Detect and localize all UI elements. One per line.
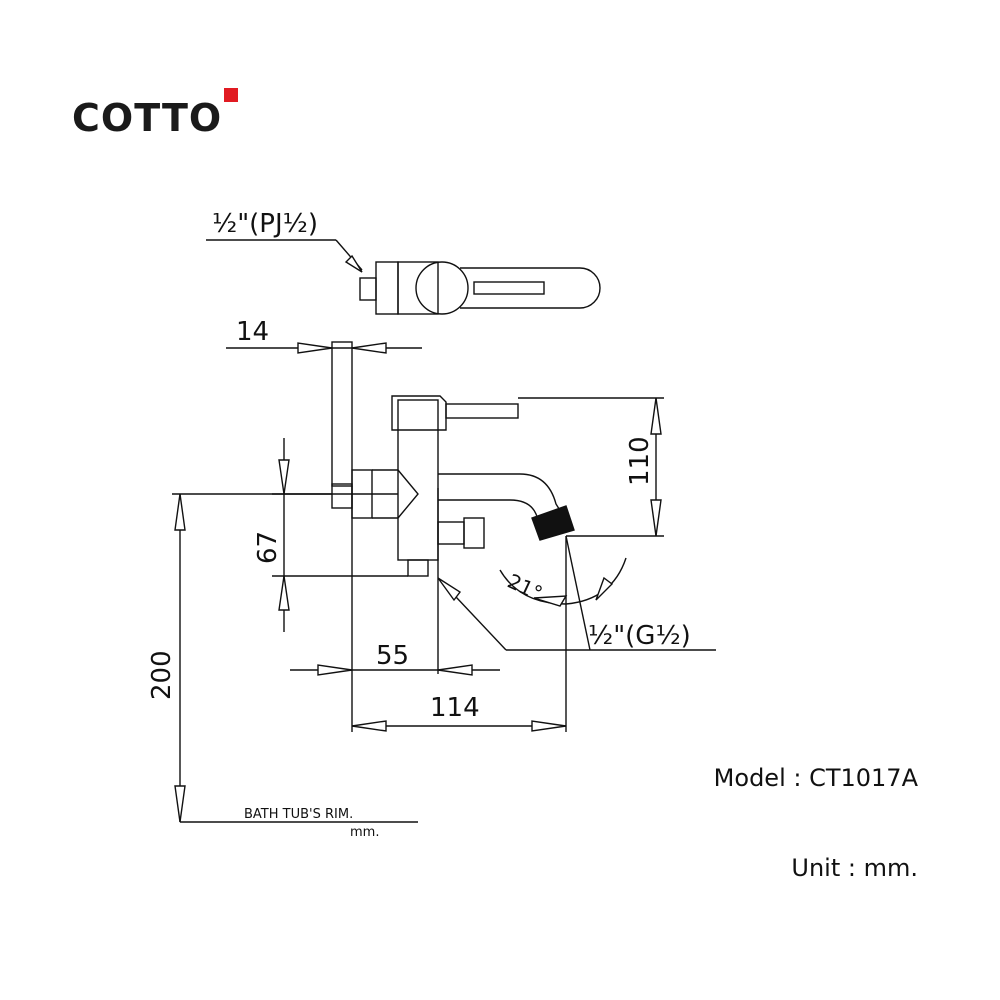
model-label: Model : CT1017A [713, 764, 918, 792]
inlet-cone [372, 469, 419, 519]
diverter-stem [437, 521, 465, 545]
side-view [331, 341, 575, 577]
dim-200-text: 200 [147, 650, 177, 700]
outlet-leader: ½"(G½) [437, 535, 716, 651]
dimension-114: 114 [351, 536, 567, 732]
dimension-55: 55 [290, 486, 500, 732]
dim-55-arrow-left [317, 664, 353, 676]
top-inlet-nut [359, 277, 377, 301]
dim-55-text: 55 [376, 641, 409, 671]
angle-arrow-right [595, 576, 614, 601]
inlet-top-label: ½"(PJ½) [212, 209, 318, 239]
brand-name: COTTO [72, 96, 223, 140]
unit-label: Unit : mm. [791, 854, 918, 882]
spout-aerator [531, 505, 575, 541]
dimension-14: 14 [226, 317, 422, 354]
brand-logo: COTTO [72, 88, 239, 140]
dim-114-text: 114 [430, 693, 480, 723]
inlet-nut [331, 483, 353, 509]
dim-114-arrow-left [351, 720, 387, 732]
faucet-body [397, 399, 439, 561]
spout-leader-diagonal [565, 535, 591, 651]
dim-14-arrow-right [351, 342, 387, 354]
top-cartridge [415, 261, 469, 315]
top-body [397, 261, 439, 315]
dim-110-arrow-top [650, 397, 662, 435]
spout-bottom-edge [438, 499, 541, 525]
dim-14-text: 14 [236, 317, 269, 347]
handle-lever [445, 403, 519, 419]
bath-rim-unit: mm. [350, 825, 379, 840]
top-lever [460, 267, 601, 309]
diverter-knob [463, 517, 485, 549]
wall-pipe [331, 341, 353, 487]
dim-67-arrow-bottom [278, 575, 290, 611]
dim-14-arrow-left [297, 342, 333, 354]
brand-square-icon [224, 88, 239, 102]
bottom-outlet [407, 559, 429, 577]
angle-arc [499, 557, 627, 605]
outlet-label: ½"(G½) [588, 621, 691, 651]
dim-200-arrow-bottom [174, 785, 186, 823]
top-lever-slot [473, 281, 545, 295]
dim-110-text: 110 [625, 436, 655, 486]
dim-114-arrow-right [531, 720, 567, 732]
top-connector [375, 261, 399, 315]
dim-67-text: 67 [253, 531, 283, 564]
outlet-leader-arrow [437, 577, 462, 602]
top-view: ½"(PJ½) [206, 209, 601, 315]
angle-indicator: 21° [499, 557, 627, 607]
angle-arrow-left [533, 595, 568, 607]
dim-110-arrow-bottom [650, 499, 662, 537]
dim-200-arrow-top [174, 493, 186, 531]
dimension-200: 200 BATH TUB'S RIM. mm. [147, 493, 418, 840]
spout-top-edge [438, 473, 567, 521]
dimension-67: 67 [253, 438, 408, 632]
dimension-110: 110 [518, 397, 664, 537]
dim-67-arrow-top [278, 459, 290, 495]
top-leader-arrow [344, 254, 363, 273]
dim-55-arrow-right [437, 664, 473, 676]
bath-rim-label: BATH TUB'S RIM. [244, 807, 353, 822]
